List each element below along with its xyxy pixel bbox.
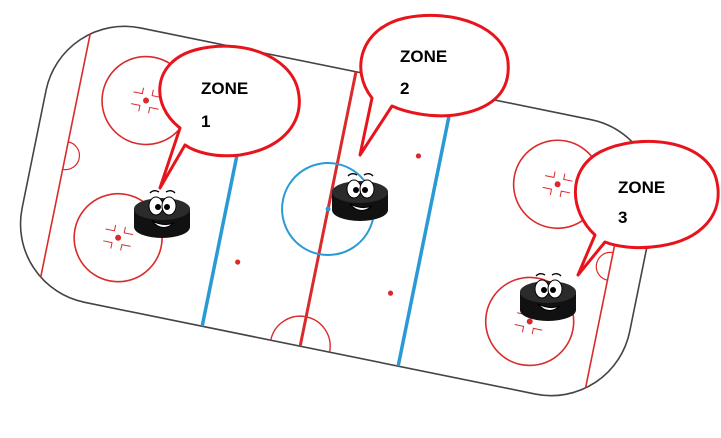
zone-1-number: 1 [201, 112, 210, 131]
zone-3-number: 3 [618, 208, 627, 227]
zone-2-number: 2 [400, 79, 409, 98]
zone-3-label: ZONE [618, 178, 665, 197]
zone-1-label: ZONE [201, 79, 248, 98]
zone-2-label: ZONE [400, 47, 447, 66]
